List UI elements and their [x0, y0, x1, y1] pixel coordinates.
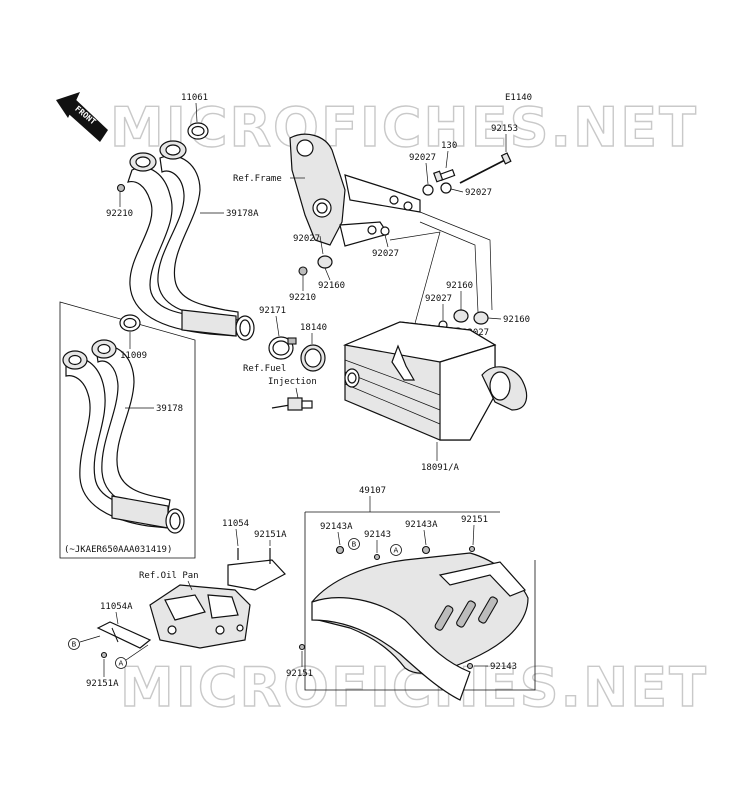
- label-11061: 11061: [181, 93, 208, 103]
- svg-text:B: B: [72, 641, 77, 649]
- bolt-130-icon: [433, 169, 456, 183]
- screw-92143-icon: [373, 553, 381, 561]
- label-92160-r2: 92160: [503, 315, 530, 325]
- label-92151-t: 92151: [461, 515, 488, 525]
- variant-note: (~JKAER650AAA031419): [64, 545, 172, 555]
- svg-text:A: A: [119, 660, 124, 668]
- clamp-92171-icon: [268, 336, 297, 360]
- ref-oil-pan: Ref.Oil Pan: [139, 571, 199, 581]
- grommet-92143A-r-icon: [421, 545, 431, 555]
- nut-92210-icon: [116, 183, 126, 193]
- label-92160-l: 92160: [318, 281, 345, 291]
- bolt-92151-b-icon: [298, 643, 306, 651]
- label-49107: 49107: [359, 486, 386, 496]
- bracket-11054A-icon: [96, 621, 152, 649]
- washer-92027-t-icon: [422, 184, 434, 196]
- washer-92027-icon: [380, 226, 390, 236]
- bushing-92160-r2-icon: [473, 311, 489, 325]
- label-130: 130: [441, 141, 457, 151]
- label-92171: 92171: [259, 306, 286, 316]
- label-18091A: 18091/A: [421, 463, 460, 473]
- label-92143-b: 92143: [490, 662, 517, 672]
- ref-fuel-line1: Ref.Fuel: [243, 364, 286, 374]
- grommet-92143A-l-icon: [335, 545, 345, 555]
- label-92151A-b: 92151A: [86, 679, 119, 689]
- label-92151A-t: 92151A: [254, 530, 287, 540]
- screw-92143-b-icon: [466, 662, 474, 670]
- label-11054A: 11054A: [100, 602, 133, 612]
- fuel-injection-sensor-icon: [271, 397, 313, 411]
- heat-guard-box: [304, 512, 536, 691]
- marker-a-guard: A: [390, 544, 402, 556]
- label-92143: 92143: [364, 530, 391, 540]
- bolt-92153-icon: [459, 152, 512, 184]
- label-92027-m: 92027: [425, 294, 452, 304]
- ref-frame: Ref.Frame: [233, 174, 282, 184]
- bushing-92160-r-icon: [453, 309, 469, 323]
- svg-text:B: B: [352, 541, 357, 549]
- muffler-18091A: [342, 321, 528, 441]
- nut-92210-b-icon: [298, 266, 308, 276]
- gasket-11009-icon: [119, 314, 141, 332]
- label-92160-r: 92160: [446, 281, 473, 291]
- bolt-92151-t-icon: [468, 545, 476, 553]
- heat-guard-49107: [311, 552, 529, 701]
- label-92210-a: 92210: [106, 209, 133, 219]
- bushing-92160-icon: [317, 255, 333, 269]
- label-92153: 92153: [491, 124, 518, 134]
- label-11054: 11054: [222, 519, 249, 529]
- label-92027-t: 92027: [409, 153, 436, 163]
- label-39178: 39178: [156, 404, 183, 414]
- label-92027-r: 92027: [465, 188, 492, 198]
- gasket-11061-icon: [187, 122, 209, 140]
- label-92143A-r: 92143A: [405, 520, 438, 530]
- diagram-code: E1140: [505, 93, 532, 103]
- marker-b-oilpan: B: [68, 638, 80, 650]
- exhaust-header-pipe-upper: [127, 140, 255, 341]
- variant-inset-box: [59, 301, 196, 559]
- svg-text:A: A: [394, 547, 399, 555]
- washer-92027-r-icon: [440, 182, 452, 194]
- exhaust-header-pipe-variant: [62, 339, 185, 534]
- label-92027-l2: 92027: [372, 249, 399, 259]
- marker-a-oilpan: A: [115, 657, 127, 669]
- front-arrow-icon: FRONT: [56, 92, 108, 142]
- bracket-11054-icon: [227, 548, 286, 591]
- label-92027-l: 92027: [293, 234, 320, 244]
- marker-b-guard: B: [348, 538, 360, 550]
- label-39178A: 39178A: [226, 209, 259, 219]
- label-11009: 11009: [120, 351, 147, 361]
- oil-pan-icon: [149, 584, 251, 649]
- bolt-92151A-b-icon: [100, 651, 108, 659]
- gasket-18140-icon: [300, 344, 326, 372]
- ref-fuel-line2: Injection: [268, 377, 317, 387]
- label-18140: 18140: [300, 323, 327, 333]
- frame-bracket-icon: [289, 133, 421, 247]
- label-92151-b: 92151: [286, 669, 313, 679]
- label-92143A-l: 92143A: [320, 522, 353, 532]
- label-92210-b: 92210: [289, 293, 316, 303]
